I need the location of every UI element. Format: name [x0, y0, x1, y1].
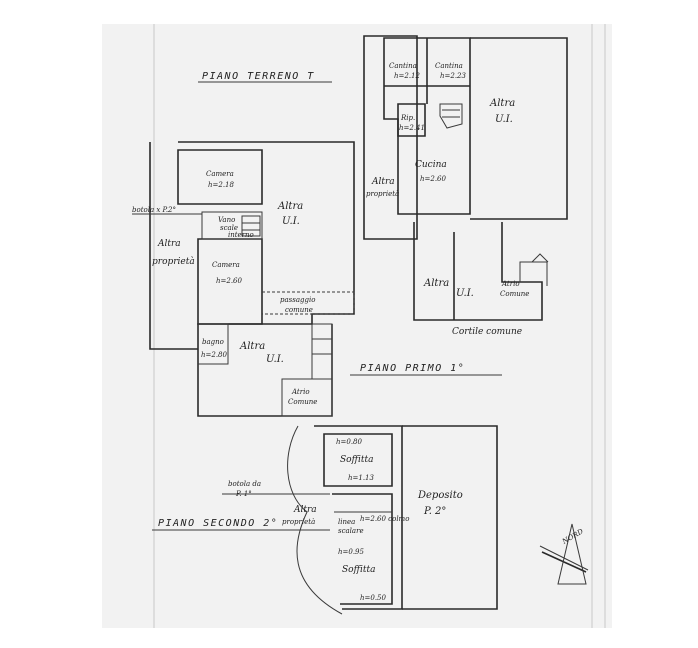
first-passaggio-label-2: comune	[285, 306, 313, 314]
first-vano-scale	[201, 211, 263, 240]
second-deposito	[402, 425, 498, 610]
first-vano-label-2: scale	[220, 224, 238, 232]
second-colmo-label: h=2.60 colmo	[360, 515, 409, 523]
ground-rip-label: Rip.	[400, 114, 415, 122]
compass-label: NORD	[560, 527, 585, 546]
first-vano-label-3: interno	[228, 231, 254, 239]
first-altra-ui-label-2: U.I.	[282, 216, 300, 227]
second-soffitta-2	[332, 493, 393, 605]
first-bagno-label: bagno	[202, 338, 224, 346]
ground-floor-title: PIANO TERRENO T	[202, 71, 315, 82]
first-bagno-height: h=2.80	[201, 351, 228, 359]
ground-atrio-label-2: Comune	[500, 290, 529, 298]
compass-rose	[539, 523, 589, 585]
first-common-stair	[311, 323, 333, 380]
ground-rip-room	[397, 103, 426, 137]
second-botola-label: botola da	[228, 480, 261, 488]
second-altra-proprieta-label: Altra	[293, 505, 317, 515]
ground-altra-ui-top	[470, 37, 568, 220]
second-h-top: h=0.80	[336, 438, 363, 446]
ground-altra-proprieta-label: Altra	[371, 177, 395, 187]
second-h-bottom-2: h=0.50	[360, 594, 387, 602]
ground-cortile-label: Cortile comune	[452, 327, 522, 337]
second-floor-title: PIANO SECONDO 2°	[158, 518, 278, 529]
compass-line-2	[541, 551, 587, 573]
ground-altra-ui-bottom-label-2: U.I.	[456, 288, 474, 299]
second-soffitta-1-label: Soffitta	[340, 455, 373, 465]
ground-lower-ui	[413, 222, 543, 321]
second-altra-proprieta-label-2: proprietà	[282, 518, 315, 526]
first-camera-1-label: Camera	[206, 170, 234, 178]
first-botola-label: botola x P.2°	[132, 206, 176, 214]
ground-rip-height: h=2.41	[399, 124, 425, 132]
compass-arrow	[557, 523, 587, 585]
ground-atrio-label: Atrio	[501, 280, 520, 288]
ground-altra-proprieta-wall	[363, 35, 418, 240]
ground-atrio-comune	[519, 261, 548, 286]
first-altra-ui-low-label-2: U.I.	[266, 354, 284, 365]
ground-cantina-2-label: Cantina	[435, 62, 463, 70]
first-altra-proprieta-label-2: proprietà	[152, 256, 195, 267]
first-floor-outline	[178, 141, 355, 417]
first-passaggio-label: passaggio	[280, 296, 315, 304]
second-soffitta-2-label: Soffitta	[342, 565, 375, 575]
first-altra-ui-label: Altra	[277, 201, 303, 212]
first-atrio-label-2: Comune	[288, 398, 317, 406]
first-bagno	[198, 323, 229, 365]
floor-plan-sheet: PIANO TERRENO T Cantina h=2.12 Cantina h…	[102, 24, 612, 628]
second-floor-plan	[152, 425, 498, 615]
second-altra-proprieta-boundary	[287, 425, 343, 615]
ground-cantina-1-label: Cantina	[389, 62, 417, 70]
first-floor-plan	[132, 141, 355, 417]
ground-cantina-1-height: h=2.12	[394, 72, 421, 80]
first-camera-1-height: h=2.18	[208, 181, 235, 189]
first-atrio-label: Atrio	[291, 388, 310, 396]
first-altra-proprieta-label: Altra	[157, 239, 181, 249]
first-camera-2-label: Camera	[212, 261, 240, 269]
ground-altra-ui-bottom-label: Altra	[423, 278, 449, 289]
first-camera-2-height: h=2.60	[216, 277, 243, 285]
floor-plan-drawing: PIANO TERRENO T Cantina h=2.12 Cantina h…	[132, 24, 606, 628]
ground-stairs	[439, 103, 463, 129]
ground-cantina-2-height: h=2.23	[440, 72, 467, 80]
ground-altra-proprieta-label-2: proprietà	[366, 190, 399, 198]
first-camera-1	[177, 149, 263, 205]
first-altra-ui-low-label: Altra	[239, 341, 265, 352]
second-h-left: h=0.95	[338, 548, 365, 556]
second-h-bottom-1: h=1.13	[348, 474, 375, 482]
second-deposito-label-2: P. 2°	[423, 506, 446, 517]
first-floor-title: PIANO PRIMO 1°	[360, 363, 465, 374]
ground-altra-ui-top-label-2: U.I.	[495, 114, 513, 125]
second-botola-label-2: P. 1°	[235, 490, 252, 498]
ground-cucina-label: Cucina	[415, 160, 447, 170]
second-soffitta-outline	[314, 425, 403, 610]
first-vano-label: Vano	[218, 216, 235, 224]
first-passaggio-comune	[262, 291, 355, 315]
ground-floor-plan	[363, 35, 568, 321]
second-deposito-label: Deposito	[417, 490, 463, 501]
ground-altra-ui-top-label: Altra	[489, 98, 515, 109]
ground-atrio-stair	[531, 253, 549, 263]
second-linea-label-2: scalare	[338, 527, 364, 535]
ground-cucina-height: h=2.60	[420, 175, 447, 183]
first-floor-altra-proprieta	[149, 142, 198, 350]
second-soffitta-1	[323, 433, 393, 487]
second-linea-label: linea	[338, 518, 355, 526]
first-internal-stair	[241, 215, 261, 237]
